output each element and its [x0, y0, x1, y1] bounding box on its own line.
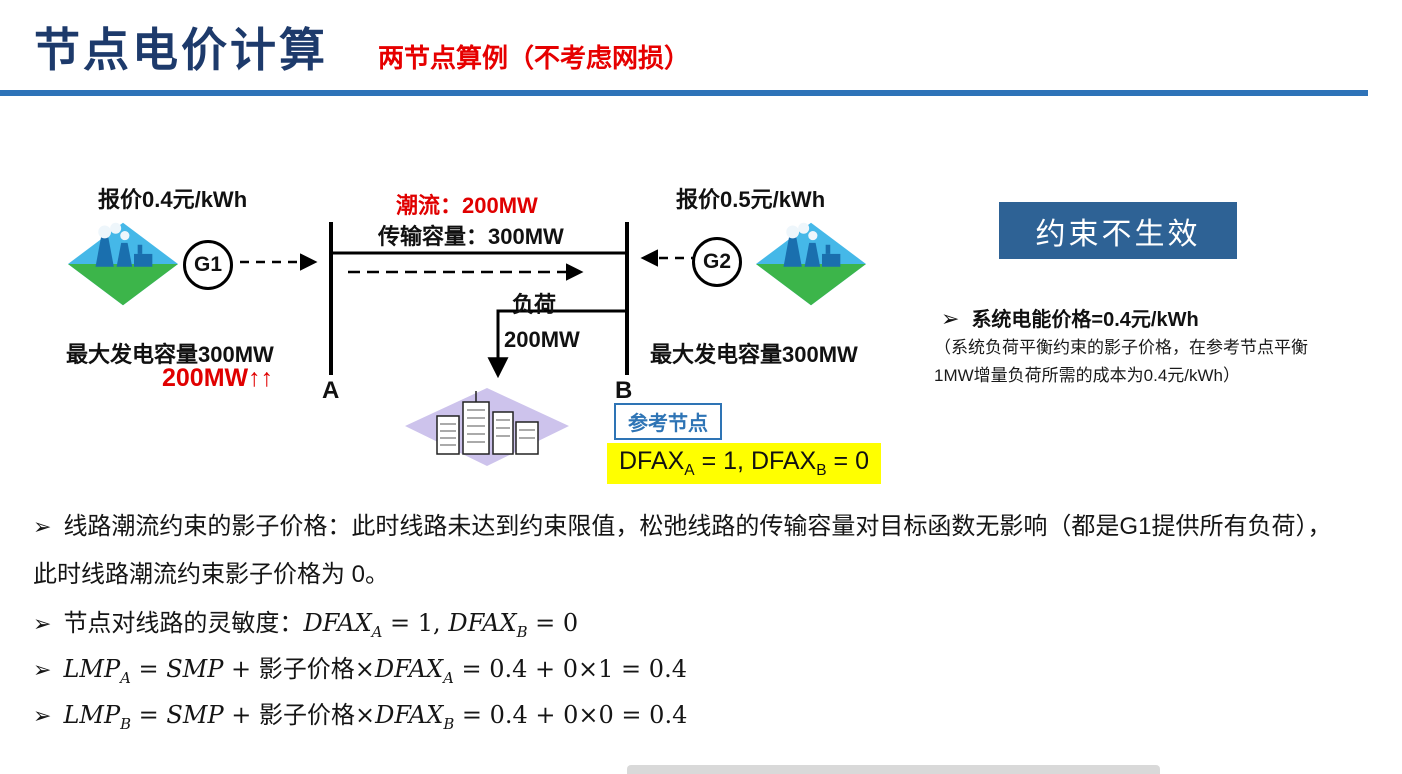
city-load-icon: [405, 388, 569, 466]
g1-label: G1: [193, 253, 222, 276]
math-var: SMP: [166, 701, 224, 729]
math-sub: A: [684, 462, 695, 479]
math-var: LMP: [63, 655, 121, 683]
lmp-a-bullet: ➢LMPA = SMP + 影子价格×DFAXA = 0.4 + 0×1 = 0…: [33, 645, 687, 694]
sensitivity-bullet: ➢节点对线路的灵敏度：DFAXA = 1, DFAXB = 0: [33, 599, 578, 648]
load-label: 负荷: [512, 292, 557, 317]
arrowhead-bullet-icon: ➢: [33, 611, 52, 636]
power-plant-icon-g2: [756, 222, 866, 306]
math-sub: B: [120, 714, 132, 733]
math-var: LMP: [63, 701, 121, 729]
bus-b-line: [625, 222, 629, 375]
power-plant-icon-g1: [68, 222, 178, 306]
math-term: 影子价格: [258, 656, 355, 683]
g2-price-label: 报价0.5元/kWh: [676, 187, 826, 212]
system-price-note: （系统负荷平衡约束的影子价格，在参考节点平衡1MW增量负荷所需的成本为0.4元/…: [934, 338, 1308, 386]
system-price-line: ➢ 系统电能价格=0.4元/kWh: [941, 303, 1199, 332]
dfax-highlight: DFAXA = 1, DFAXB = 0: [607, 443, 881, 484]
math-var: DFAX: [374, 655, 444, 683]
line-flow-label: 潮流：200MW: [396, 193, 538, 218]
bus-a-line: [329, 222, 333, 375]
lmp-b-bullet: ➢LMPB = SMP + 影子价格×DFAXB = 0.4 + 0×0 = 0…: [33, 691, 687, 740]
math-var: DFAX: [619, 447, 685, 475]
g1-capacity-label: 最大发电容量300MW: [66, 342, 274, 367]
page-subtitle: 两节点算例（不考虑网损）: [378, 43, 691, 73]
system-price-text: 系统电能价格=0.4元/kWh: [971, 309, 1199, 331]
math-var: DFAX: [750, 447, 817, 475]
bus-a-label: A: [322, 377, 340, 404]
math-op: ×: [354, 701, 376, 729]
math-sub: B: [516, 622, 528, 641]
math-var: DFAX: [448, 609, 517, 637]
math-term: 影子价格: [258, 702, 355, 729]
math-op: = 1,: [382, 609, 449, 637]
bullet-text: 线路潮流约束的影子价格：此时线路未达到约束限值，松弛线路的传输容量对目标函数无影…: [33, 513, 1332, 588]
generator-g1-node: G1: [183, 240, 233, 290]
bottom-page-strip: [627, 765, 1160, 774]
shadow-price-bullet: ➢线路潮流约束的影子价格：此时线路未达到约束限值，松弛线路的传输容量对目标函数无…: [33, 503, 1353, 599]
math-op: = 0.4 + 0×1 = 0.4: [453, 655, 687, 683]
math-op: = 0: [826, 447, 869, 475]
math-op: +: [223, 655, 259, 683]
math-sub: B: [443, 714, 455, 733]
arrowhead-bullet-icon: ➢: [33, 514, 52, 539]
load-value: 200MW: [504, 327, 580, 352]
math-op: ×: [354, 655, 375, 683]
math-sub: A: [120, 668, 131, 687]
constraint-status-box: 约束不生效: [999, 202, 1237, 259]
arrowhead-bullet-icon: ➢: [941, 306, 960, 331]
math-var: SMP: [166, 655, 224, 683]
math-sub: A: [371, 622, 383, 641]
g2-label: G2: [702, 250, 731, 273]
math-sub: B: [816, 462, 827, 479]
bullet-label: 节点对线路的灵敏度：: [63, 610, 304, 637]
arrowhead-bullet-icon: ➢: [33, 657, 52, 682]
arrowhead-bullet-icon: ➢: [33, 703, 52, 728]
page-title: 节点电价计算: [34, 24, 328, 76]
math-op: =: [130, 655, 167, 683]
math-var: DFAX: [303, 609, 372, 637]
generator-g2-node: G2: [692, 237, 742, 287]
title-divider: [0, 90, 1368, 96]
math-op: = 0.4 + 0×0 = 0.4: [454, 701, 688, 729]
reference-node-badge: 参考节点: [614, 403, 722, 440]
line-capacity-label: 传输容量：300MW: [378, 224, 564, 249]
math-op: = 1,: [694, 447, 751, 475]
g2-capacity-label: 最大发电容量300MW: [650, 342, 858, 367]
math-op: = 0: [527, 609, 579, 637]
math-op: +: [223, 701, 259, 729]
math-sub: A: [443, 668, 454, 687]
math-op: =: [131, 701, 167, 729]
g1-price-label: 报价0.4元/kWh: [98, 187, 248, 212]
bus-b-label: B: [615, 377, 633, 404]
math-var: DFAX: [375, 701, 444, 729]
g1-output-label: 200MW↑↑: [162, 364, 274, 392]
